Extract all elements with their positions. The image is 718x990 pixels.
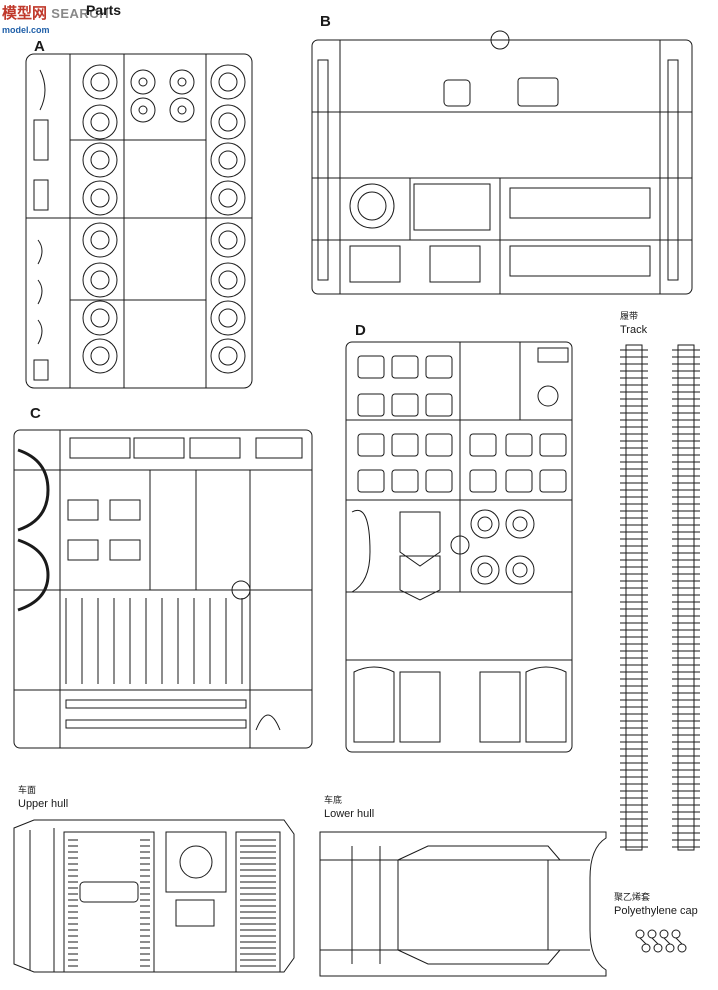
sprue-a-label: A bbox=[34, 38, 45, 55]
road-wheel bbox=[210, 338, 246, 374]
road-wheel-hub bbox=[90, 72, 110, 92]
road-wheel-hub bbox=[218, 150, 238, 170]
road-wheel bbox=[210, 300, 246, 336]
box-part bbox=[425, 469, 453, 493]
box-part bbox=[391, 433, 419, 457]
road-wheel-hub bbox=[218, 230, 238, 250]
road-wheel bbox=[82, 104, 118, 140]
road-wheel-hub bbox=[218, 270, 238, 290]
road-wheel-hub bbox=[218, 308, 238, 328]
road-wheel bbox=[210, 222, 246, 258]
watermark-site: model.com bbox=[2, 25, 50, 35]
sprue-d-boxes bbox=[357, 355, 567, 493]
road-wheel bbox=[210, 142, 246, 178]
sprue-d bbox=[345, 341, 573, 753]
road-wheel bbox=[210, 180, 246, 216]
sprue-a-wheels bbox=[82, 64, 246, 374]
box-part bbox=[505, 433, 533, 457]
road-wheel-hub bbox=[90, 188, 110, 208]
road-wheel-hub bbox=[90, 346, 110, 366]
watermark-cn: 模型网 bbox=[2, 5, 48, 22]
road-wheel-hub bbox=[90, 112, 110, 132]
road-wheel bbox=[82, 180, 118, 216]
watermark-search: SEARCH bbox=[51, 6, 110, 21]
road-wheel bbox=[82, 142, 118, 178]
box-part bbox=[425, 355, 453, 379]
box-part bbox=[425, 433, 453, 457]
box-part bbox=[539, 469, 567, 493]
road-wheel-hub bbox=[218, 346, 238, 366]
road-wheel-hub bbox=[90, 308, 110, 328]
lower-hull-caption: 车底 Lower hull bbox=[324, 796, 375, 820]
box-part bbox=[391, 393, 419, 417]
box-part bbox=[391, 355, 419, 379]
idler-hub bbox=[138, 105, 148, 115]
poly-cap-caption: 聚乙烯套 Polyethylene cap bbox=[614, 893, 698, 917]
watermark: 模型网 SEARCH bbox=[2, 2, 109, 23]
road-wheel bbox=[82, 300, 118, 336]
road-wheel bbox=[210, 262, 246, 298]
idler-wheel bbox=[169, 69, 195, 95]
sprue-d-label: D bbox=[355, 322, 366, 339]
road-wheel-hub bbox=[218, 112, 238, 132]
road-wheel-hub bbox=[218, 72, 238, 92]
box-part bbox=[357, 393, 385, 417]
box-part bbox=[425, 393, 453, 417]
box-part bbox=[469, 433, 497, 457]
sprue-b-label: B bbox=[320, 13, 331, 30]
box-part bbox=[505, 469, 533, 493]
track-links bbox=[620, 349, 700, 848]
box-part bbox=[357, 433, 385, 457]
road-wheel-hub bbox=[90, 270, 110, 290]
idler-hub bbox=[177, 77, 187, 87]
idler-wheel bbox=[130, 97, 156, 123]
road-wheel-hub bbox=[90, 230, 110, 250]
track-parts bbox=[625, 344, 695, 851]
road-wheel bbox=[82, 64, 118, 100]
road-wheel bbox=[82, 338, 118, 374]
box-part bbox=[357, 469, 385, 493]
idler-wheel bbox=[169, 97, 195, 123]
sprue-b bbox=[311, 30, 693, 295]
upper-hull-drawing bbox=[13, 819, 295, 973]
sprue-c-label: C bbox=[30, 405, 41, 422]
watermark-site-line: model.com bbox=[2, 20, 50, 37]
box-part bbox=[391, 469, 419, 493]
idler-hub bbox=[138, 77, 148, 87]
road-wheel-hub bbox=[90, 150, 110, 170]
box-part bbox=[539, 433, 567, 457]
box-part bbox=[357, 355, 385, 379]
upper-hull-caption: 车面 Upper hull bbox=[18, 786, 69, 810]
idler-hub bbox=[177, 105, 187, 115]
road-wheel bbox=[82, 262, 118, 298]
road-wheel bbox=[210, 104, 246, 140]
sprue-a bbox=[25, 53, 253, 389]
sprue-c bbox=[13, 429, 313, 749]
road-wheel-hub bbox=[218, 188, 238, 208]
box-part bbox=[469, 469, 497, 493]
road-wheel bbox=[210, 64, 246, 100]
road-wheel bbox=[82, 222, 118, 258]
track-caption: 履带 Track bbox=[620, 312, 648, 336]
poly-caps bbox=[635, 929, 687, 953]
page-title: Parts bbox=[86, 2, 122, 18]
lower-hull-drawing bbox=[319, 831, 607, 977]
idler-wheel bbox=[130, 69, 156, 95]
upper-hull-grill bbox=[68, 839, 276, 967]
